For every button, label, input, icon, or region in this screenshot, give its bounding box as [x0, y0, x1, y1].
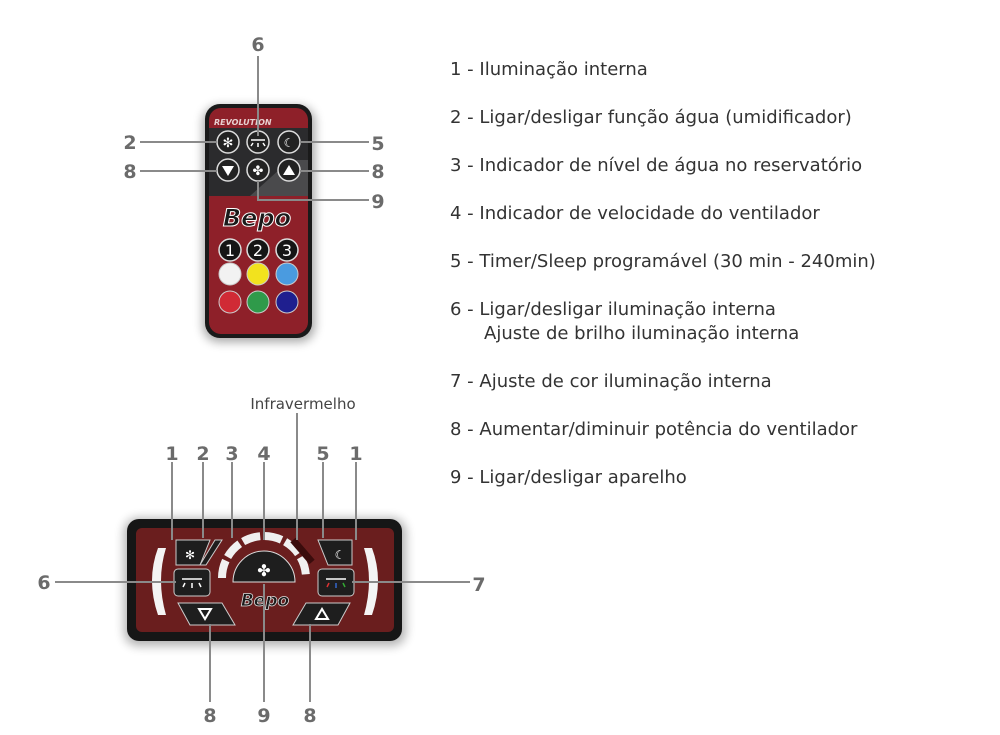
timer-sleep-button[interactable]: ☾ — [277, 130, 301, 154]
legend-item-9: 9 - Ligar/desligar aparelho — [450, 467, 687, 488]
remote-callout-8-right: 8 — [371, 161, 384, 183]
legend-item-7: 7 - Ajuste de cor iluminação interna — [450, 371, 772, 392]
lamp-icon — [250, 139, 266, 147]
triangle-down-icon — [222, 166, 234, 176]
panel-callout-1-right: 1 — [349, 443, 362, 465]
infrared-label: Infravermelho — [250, 395, 355, 413]
remote-callout-5: 5 — [371, 133, 384, 155]
legend-item-6-sub: Ajuste de brilho iluminação interna — [484, 323, 800, 344]
legend-item-3: 3 - Indicador de nível de água no reserv… — [450, 155, 863, 176]
increase-button[interactable] — [292, 602, 351, 626]
number-button-label: 2 — [253, 241, 263, 260]
moon-icon: ☾ — [284, 136, 295, 150]
remote-callout-9: 9 — [371, 191, 384, 213]
color-button-6[interactable] — [275, 290, 299, 314]
decrease-button[interactable] — [177, 602, 236, 626]
water-level-indicator — [199, 539, 223, 566]
control-panel: ✻ ☾ ✤ Bepo — [124, 518, 406, 646]
panel-callout-8-left: 8 — [203, 705, 216, 727]
panel-callout-9: 9 — [257, 705, 270, 727]
panel-callout-2: 2 — [196, 443, 209, 465]
legend-item-4: 4 - Indicador de velocidade do ventilado… — [450, 203, 820, 224]
color-button-1[interactable] — [218, 262, 242, 286]
fan-icon: ✤ — [257, 561, 270, 580]
fan-speed-indicator — [218, 532, 310, 579]
number-button-2[interactable]: 2 — [246, 238, 270, 262]
panel-callout-6: 6 — [37, 572, 50, 594]
timer-sleep-button[interactable]: ☾ — [317, 539, 353, 566]
remote-callout-8-left: 8 — [123, 161, 136, 183]
remote-callout-6: 6 — [251, 34, 264, 56]
moon-icon: ☾ — [335, 548, 346, 562]
legend-item-6-text: 6 - Ligar/desligar iluminação interna — [450, 299, 776, 320]
triangle-up-icon — [283, 165, 295, 175]
triangle-down-icon — [197, 608, 213, 621]
color-lamp-icon — [342, 582, 346, 588]
legend-item-5: 5 - Timer/Sleep programável (30 min - 24… — [450, 251, 876, 272]
panel-brand-logo: Bepo — [241, 591, 290, 611]
number-button-1[interactable]: 1 — [218, 238, 242, 262]
color-button-4[interactable] — [218, 290, 242, 314]
legend-item-6: 6 - Ligar/desligar iluminação interna Aj… — [450, 298, 876, 346]
light-color-button[interactable] — [317, 568, 355, 597]
legend-item-2: 2 - Ligar/desligar função água (umidific… — [450, 107, 852, 128]
panel-callout-4: 4 — [257, 443, 270, 465]
decrease-button[interactable] — [216, 158, 240, 182]
color-button-2[interactable] — [246, 262, 270, 286]
light-button[interactable] — [173, 568, 211, 597]
color-button-3[interactable] — [275, 262, 299, 286]
remote-brand-logo: Bepo — [223, 204, 291, 232]
triangle-up-icon — [314, 607, 330, 620]
number-button-label: 3 — [282, 241, 292, 260]
lamp-icon — [182, 578, 202, 588]
panel-callout-1-left: 1 — [165, 443, 178, 465]
panel-callout-7: 7 — [472, 574, 485, 596]
light-button[interactable] — [246, 130, 270, 154]
number-button-3[interactable]: 3 — [275, 238, 299, 262]
increase-button[interactable] — [277, 158, 301, 182]
remote-brand-top: REVOLUTION — [214, 118, 272, 127]
power-fan-button[interactable]: ✤ — [246, 158, 270, 182]
panel-callout-5: 5 — [316, 443, 329, 465]
number-button-label: 1 — [225, 241, 235, 260]
panel-callout-3: 3 — [225, 443, 238, 465]
function-legend: 1 - Iluminação interna 2 - Ligar/desliga… — [450, 58, 876, 514]
legend-item-8: 8 - Aumentar/diminuir potência do ventil… — [450, 419, 858, 440]
snowflake-button[interactable]: ✻ — [216, 130, 240, 154]
legend-item-1: 1 - Iluminação interna — [450, 59, 648, 80]
color-button-5[interactable] — [246, 290, 270, 314]
snowflake-icon: ✻ — [223, 136, 234, 151]
snowflake-icon: ✻ — [185, 548, 195, 562]
fan-icon: ✤ — [253, 164, 264, 179]
remote-callout-2: 2 — [123, 132, 136, 154]
power-fan-button[interactable]: ✤ — [232, 550, 296, 583]
panel-callout-8-right: 8 — [303, 705, 316, 727]
